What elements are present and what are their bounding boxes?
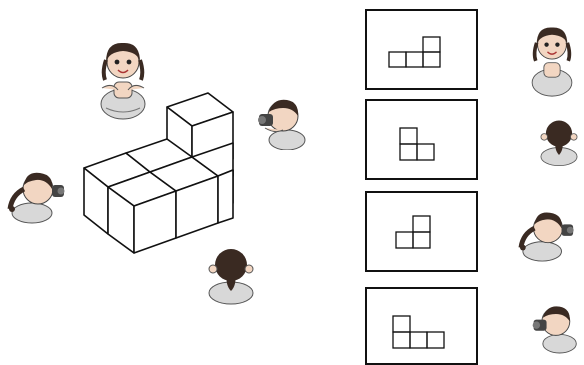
view-drawing-3: [367, 193, 476, 270]
girl-looking-right-icon: [516, 205, 580, 263]
boy-looking-left-icon: [528, 300, 580, 354]
cube-front-face-4: [218, 170, 233, 223]
girl-back-view-icon: [203, 243, 259, 305]
boy-looking-left-icon: [253, 94, 309, 150]
girl-facing-viewer-icon: [92, 38, 154, 120]
view-drawing-4: [367, 289, 476, 365]
girl-facing-viewer-icon: [524, 18, 580, 102]
view-panel-1: [365, 9, 478, 90]
view-drawing-1: [367, 11, 476, 88]
view-panel-3: [365, 191, 478, 272]
girl-back-view-icon: [536, 112, 582, 170]
girl-looking-right-icon: [6, 165, 70, 225]
view-panel-2: [365, 99, 478, 180]
view-drawing-2: [367, 101, 476, 178]
view-panel-4: [365, 287, 478, 365]
